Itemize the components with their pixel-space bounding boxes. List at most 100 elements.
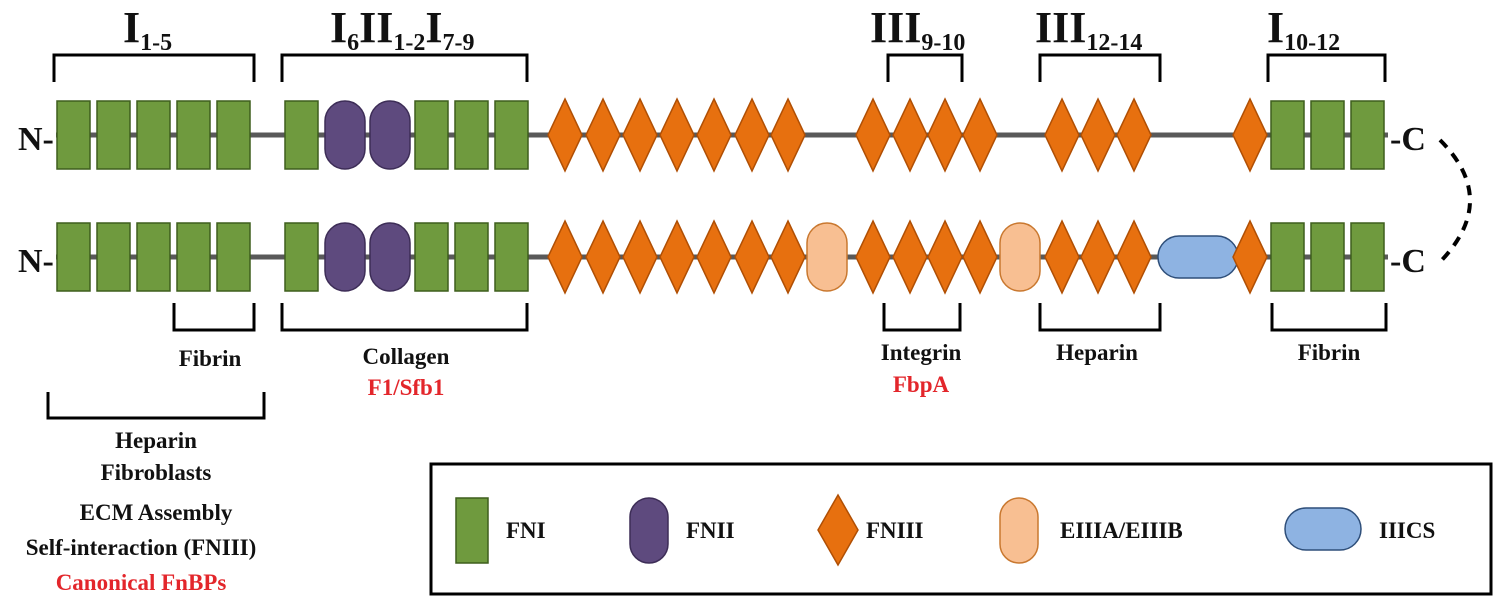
- label-i6-ii1-2-i7-9: I6II1-2I7-9: [330, 3, 475, 56]
- iiics-module: [1157, 235, 1239, 279]
- fni-module: [176, 222, 211, 292]
- fni-module: [56, 222, 91, 292]
- fni-module: [136, 222, 171, 292]
- fniii-module: [1044, 219, 1080, 295]
- fnii-module: [369, 222, 411, 292]
- fniii-module: [622, 219, 658, 295]
- bracket-fibrin-right: [1270, 303, 1388, 332]
- fniii-module: [1080, 97, 1116, 173]
- n-terminus-bottom: N-: [18, 243, 54, 280]
- bracket-heparin-mid: [1038, 303, 1162, 332]
- fni-module: [96, 222, 131, 292]
- label-iii12-14: III12-14: [1035, 3, 1142, 56]
- fniii-module: [1044, 97, 1080, 173]
- fniii-module: [927, 219, 963, 295]
- fni-module: [1270, 222, 1305, 292]
- fniii-module: [892, 219, 928, 295]
- c-terminus-bottom: -C: [1390, 243, 1426, 280]
- legend-label-eiiia-eiiib: EIIIA/EIIIB: [1060, 518, 1183, 543]
- fniii-module: [1116, 219, 1152, 295]
- fni-module: [414, 222, 449, 292]
- fni-module: [216, 100, 251, 170]
- bracket-fibrin-left: [172, 303, 256, 332]
- fni-module: [454, 100, 489, 170]
- fniii-module: [770, 219, 806, 295]
- label-iii9-10: III9-10: [870, 3, 965, 56]
- label-n-binder: Canonical FnBPs: [56, 570, 227, 595]
- fni-module: [1350, 100, 1385, 170]
- eiii-module: [999, 222, 1041, 292]
- fni-module: [1350, 222, 1385, 292]
- orange-diamond-icon: [817, 493, 859, 567]
- green-rectangle-icon: [455, 497, 489, 564]
- fnii-module: [324, 222, 366, 292]
- label-collagen-binder: F1/Sfb1: [368, 375, 445, 400]
- bracket-i10-12: [1266, 53, 1387, 82]
- fni-module: [494, 222, 529, 292]
- fniii-module: [927, 97, 963, 173]
- bracket-iii9-10: [886, 53, 964, 82]
- fibronectin-chains: [56, 97, 1388, 295]
- fni-module: [284, 222, 319, 292]
- bracket-i6-ii1-2-i7-9: [280, 53, 529, 82]
- legend-item-iiics: IIICS: [1284, 507, 1435, 551]
- fniii-module: [696, 97, 732, 173]
- fni-module: [1310, 100, 1345, 170]
- bracket-integrin: [882, 303, 962, 332]
- fni-module: [494, 100, 529, 170]
- fniii-module: [892, 97, 928, 173]
- fni-module: [56, 100, 91, 170]
- bracket-i1-5: [52, 53, 256, 82]
- legend-item-fnii: FNII: [629, 497, 735, 564]
- label-n-self-interaction: Self-interaction (FNIII): [26, 535, 257, 560]
- fni-module: [96, 100, 131, 170]
- fni-module: [216, 222, 251, 292]
- fniii-module: [585, 219, 621, 295]
- legend-item-fni: FNI: [455, 497, 546, 564]
- label-i10-12: I10-12: [1267, 3, 1340, 56]
- label-heparin-mid: Heparin: [1056, 340, 1138, 365]
- fni-module: [414, 100, 449, 170]
- fniii-module: [962, 97, 998, 173]
- fniii-module: [659, 219, 695, 295]
- fniii-module: [547, 97, 583, 173]
- n-terminus-top: N-: [18, 121, 54, 158]
- fniii-module: [547, 219, 583, 295]
- eiii-module: [806, 222, 848, 292]
- blue-capsule-icon: [1284, 507, 1362, 551]
- legend-label-fni: FNI: [506, 518, 546, 543]
- legend-label-fnii: FNII: [686, 518, 735, 543]
- fniii-module: [622, 97, 658, 173]
- fnii-module: [324, 100, 366, 170]
- legend: FNI FNII FNIII EIIIA/EIIIB IIICS: [429, 462, 1493, 596]
- fni-module: [136, 100, 171, 170]
- peach-capsule-icon: [999, 497, 1039, 564]
- label-n-fibroblasts: Fibroblasts: [101, 460, 212, 485]
- label-n-heparin: Heparin: [115, 428, 197, 453]
- fniii-module: [1080, 219, 1116, 295]
- label-integrin-binder: FbpA: [893, 372, 950, 397]
- legend-label-iiics: IIICS: [1379, 518, 1435, 543]
- legend-item-fniii: FNIII: [817, 493, 924, 567]
- label-fibrin-right: Fibrin: [1298, 340, 1361, 365]
- legend-label-fniii: FNIII: [866, 518, 924, 543]
- legend-item-eiiia-eiiib: EIIIA/EIIIB: [999, 497, 1183, 564]
- label-collagen: Collagen: [363, 344, 450, 369]
- disulfide-bond-connector: [1438, 138, 1472, 264]
- fni-module: [176, 100, 211, 170]
- fniii-module: [855, 97, 891, 173]
- fnii-module: [369, 100, 411, 170]
- fniii-module: [1232, 219, 1268, 295]
- bracket-collagen: [280, 303, 529, 332]
- purple-capsule-icon: [629, 497, 669, 564]
- bracket-iii12-14: [1038, 53, 1162, 82]
- fni-module: [454, 222, 489, 292]
- label-fibrin-left: Fibrin: [179, 346, 242, 371]
- fni-module: [1270, 100, 1305, 170]
- fni-module: [284, 100, 319, 170]
- fniii-module: [659, 97, 695, 173]
- label-i1-5: I1-5: [123, 3, 172, 56]
- label-integrin: Integrin: [881, 340, 962, 365]
- bracket-n-terminal: [46, 392, 266, 420]
